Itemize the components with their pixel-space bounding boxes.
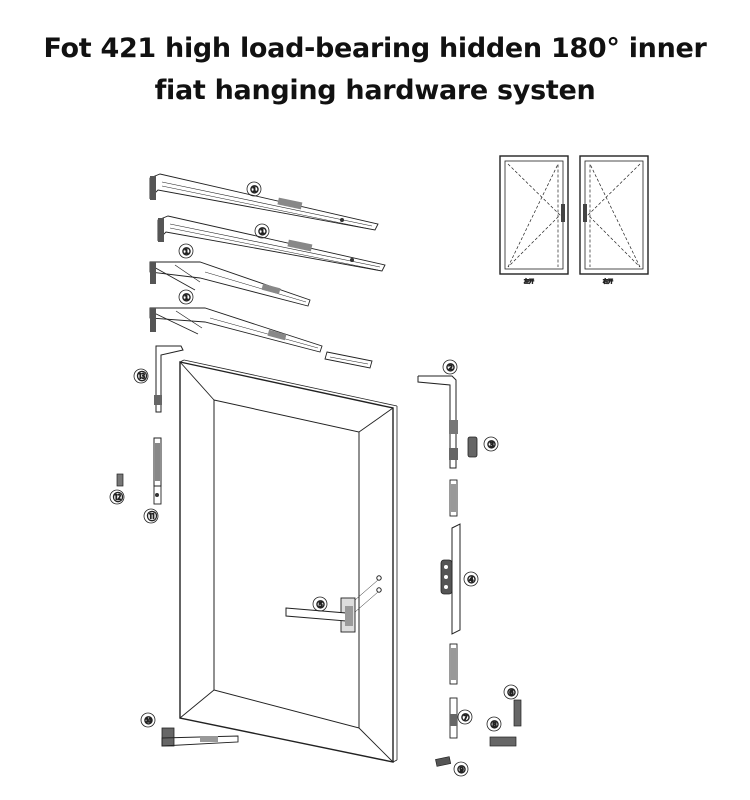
right-opening-window-icon: 右开 [579,155,649,286]
corner-drive-left [154,345,184,413]
svg-text:⑨: ⑨ [457,765,466,776]
left-opening-window-icon: 左开 [499,155,569,286]
svg-text:④: ④ [467,575,476,586]
stay-arm-2 [157,215,386,272]
striker-9 [435,756,452,767]
gearbox-4 [440,523,461,635]
stay-keeper [324,351,373,369]
callout-9: ⑨ [453,761,469,777]
title-line-2: fiat hanging hardware systen [154,75,596,106]
bottom-hinge-10 [161,727,239,747]
callout-1d: ① [178,289,194,305]
svg-text:⑬: ⑬ [137,371,147,383]
lock-part-7 [449,697,458,739]
svg-text:⑧: ⑧ [490,720,499,731]
callout-7: ⑦ [457,709,473,725]
callout-11: ⑪ [143,508,159,524]
callout-1c: ① [178,243,194,259]
callout-1a: ① [246,181,262,197]
callout-3: ③ [483,436,499,452]
window-handle [285,575,382,633]
callout-8: ⑧ [486,716,502,732]
svg-text:⑤: ⑤ [316,600,325,611]
callout-2: ② [442,359,458,375]
svg-text:①: ① [250,185,259,196]
right-opening-label: 右开 [603,278,613,285]
svg-text:⑫: ⑫ [113,492,123,504]
strike-plate-3 [467,436,478,458]
svg-text:①: ① [182,247,191,258]
svg-text:①: ① [182,293,191,304]
callout-5: ⑤ [312,596,328,612]
callout-6: ⑥ [503,684,519,700]
keeper-6 [513,699,522,727]
title-line-1: Fot 421 high load-bearing hidden 180° in… [43,33,707,64]
diagram-title: Fot 421 high load-bearing hidden 180° in… [0,28,750,112]
stay-arm-1 [149,173,379,231]
transmission-rod-right-lower [449,643,458,685]
sash-panel [179,359,398,763]
left-opening-label: 左开 [524,278,534,285]
stay-arm-4 [149,307,323,353]
svg-text:⑥: ⑥ [507,688,516,699]
svg-text:①: ① [258,227,267,238]
transmission-rod-left [153,437,162,505]
callout-12: ⑫ [109,489,125,505]
callout-10: ⑩ [140,712,156,728]
svg-text:⑦: ⑦ [461,713,470,724]
svg-text:③: ③ [487,440,496,451]
stay-arm-3 [149,261,311,307]
callout-1b: ① [254,223,270,239]
callout-13: ⑬ [133,368,149,384]
svg-text:②: ② [446,363,455,374]
transmission-rod-right-upper [449,479,458,517]
callout-4: ④ [463,571,479,587]
locking-piece [116,473,124,487]
keeper-8 [489,736,517,747]
callouts: ① ① ① ① ② ③ ④ ⑤ ⑥ ⑦ ⑧ ⑨ ⑩ ⑪ ⑫ ⑬ [109,181,519,777]
corner-drive-right [417,375,458,469]
svg-text:⑩: ⑩ [144,716,153,727]
svg-text:⑪: ⑪ [147,511,157,523]
